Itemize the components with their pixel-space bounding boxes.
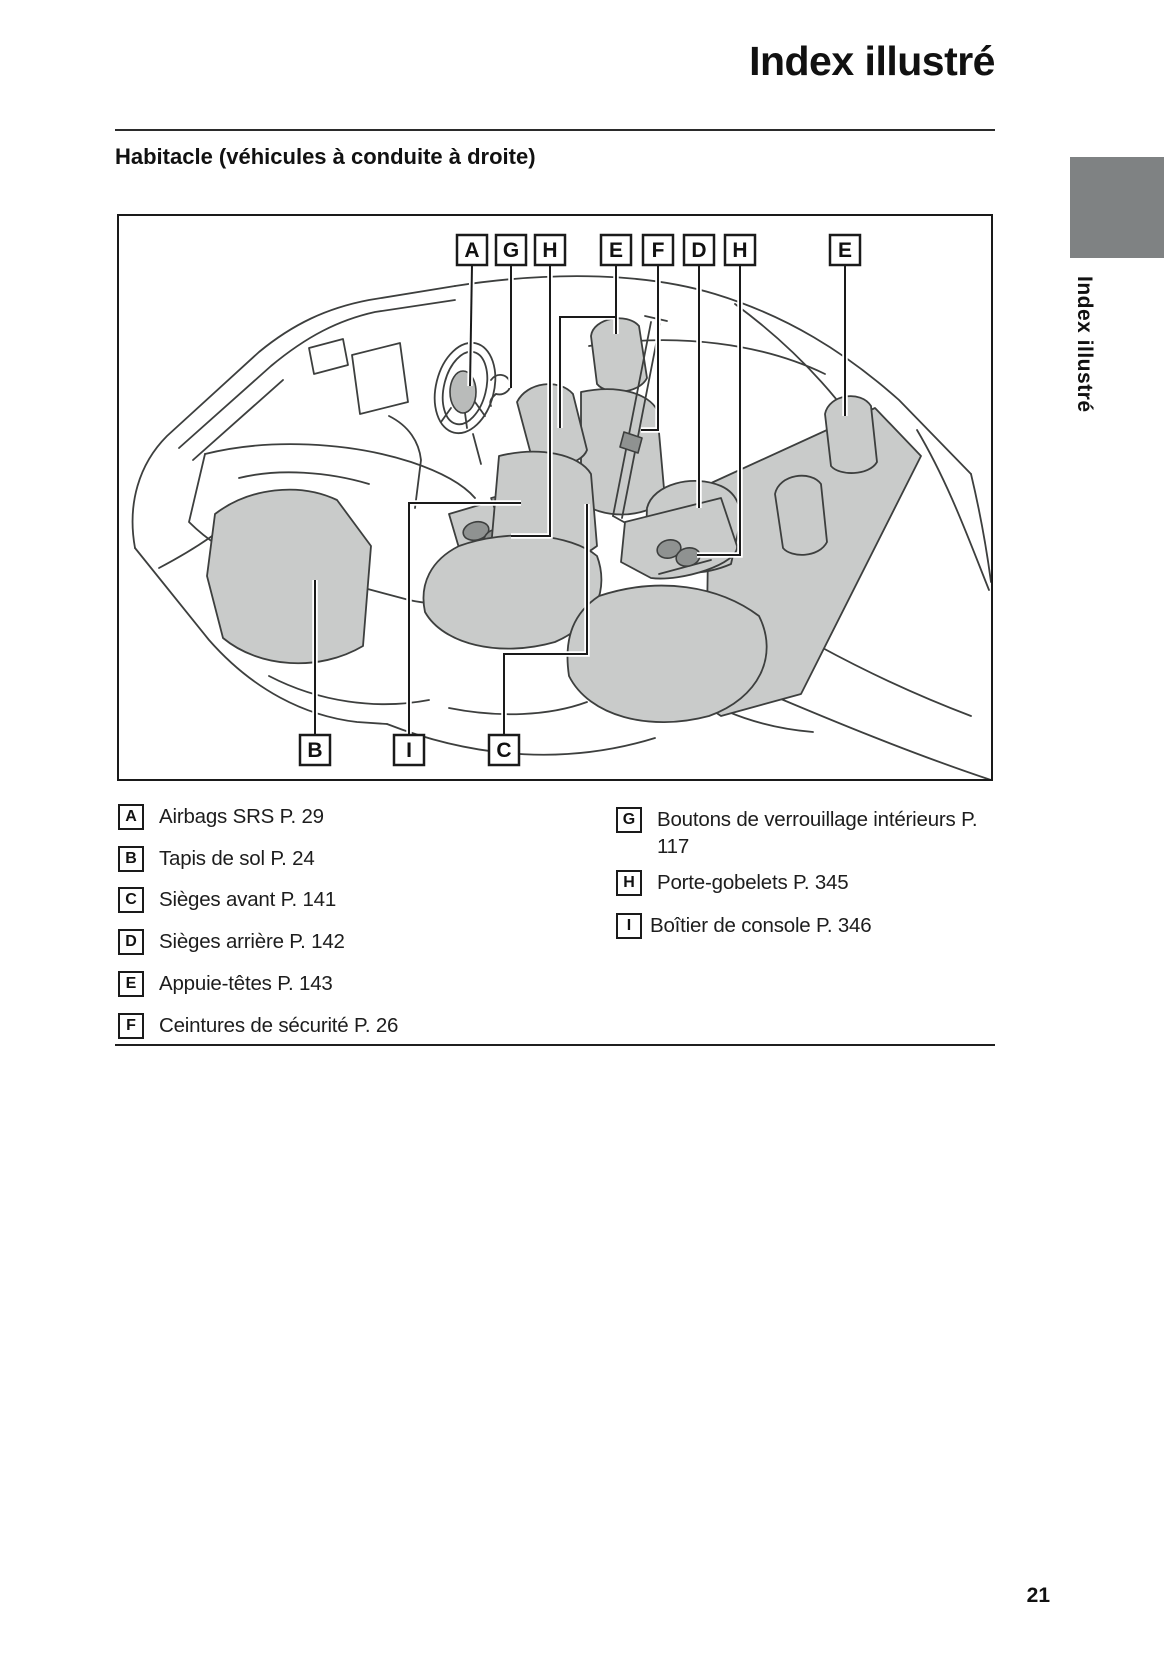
floor-mat xyxy=(206,488,430,706)
legend-text-g: Boutons de verrouillage intérieurs P. 11… xyxy=(657,808,978,858)
legend-letter-a: A xyxy=(118,804,144,830)
leader-h-rear xyxy=(697,265,741,556)
callout-i: I xyxy=(406,739,412,762)
page-number: 21 xyxy=(1026,1584,1050,1607)
front-seat-far xyxy=(580,317,666,516)
rear-seat xyxy=(566,395,922,723)
seat-belt-buckle xyxy=(619,431,643,454)
section-heading: Habitacle (véhicules à conduite à droite… xyxy=(115,144,536,169)
chapter-tab-marker xyxy=(1070,157,1164,258)
rear-armrest xyxy=(620,497,738,580)
legend-text-b: Tapis de sol P. 24 xyxy=(159,847,315,870)
legend-text-f: Ceintures de sécurité P. 26 xyxy=(159,1014,399,1037)
callout-a: A xyxy=(464,239,479,262)
leader-i xyxy=(408,502,521,735)
title-divider xyxy=(115,129,995,131)
legend-letter-i: I xyxy=(616,913,642,939)
leader-f xyxy=(641,265,659,431)
callout-h-rear: H xyxy=(732,239,747,262)
callout-boxes-bottom: B I C xyxy=(298,733,521,767)
callout-e-front: E xyxy=(609,239,623,262)
callout-d: D xyxy=(691,239,706,262)
legend-row-d: D Sièges arrière P. 142 xyxy=(118,928,345,955)
legend-letter-g: G xyxy=(616,807,642,833)
callout-c: C xyxy=(496,739,511,762)
legend-row-c: C Sièges avant P. 141 xyxy=(118,886,336,913)
callout-g: G xyxy=(503,239,519,262)
legend-letter-e: E xyxy=(118,971,144,997)
legend-row-b: B Tapis de sol P. 24 xyxy=(118,845,315,872)
legend-row-i: I Boîtier de console P. 346 xyxy=(616,912,872,939)
legend-letter-h: H xyxy=(616,870,642,896)
legend-text-a: Airbags SRS P. 29 xyxy=(159,805,324,828)
legend-letter-b: B xyxy=(118,846,144,872)
callout-e-rear: E xyxy=(838,239,852,262)
section-end-divider xyxy=(115,1044,995,1046)
rear-cup-holders xyxy=(656,538,701,568)
legend-row-g: G Boutons de verrouillage intérieurs P. … xyxy=(616,806,991,860)
chapter-tab-label: Index illustré xyxy=(1073,276,1096,413)
seat-belt xyxy=(612,315,668,527)
interior-diagram: A G H E F D H E B I xyxy=(117,214,993,781)
legend-row-e: E Appuie-têtes P. 143 xyxy=(118,970,333,997)
legend-row-f: F Ceintures de sécurité P. 26 xyxy=(118,1012,398,1039)
legend-letter-d: D xyxy=(118,929,144,955)
callout-h-front: H xyxy=(542,239,557,262)
legend-letter-f: F xyxy=(118,1013,144,1039)
callout-f: F xyxy=(652,239,665,262)
legend-text-h: Porte-gobelets P. 345 xyxy=(657,871,849,894)
leader-h-front xyxy=(511,265,551,537)
legend-text-c: Sièges avant P. 141 xyxy=(159,888,337,911)
interior-diagram-svg: A G H E F D H E B I xyxy=(131,233,991,779)
leader-c xyxy=(503,504,588,735)
legend-text-e: Appuie-têtes P. 143 xyxy=(159,972,333,995)
callout-b: B xyxy=(307,739,322,762)
legend-letter-c: C xyxy=(118,887,144,913)
callout-boxes-top: A G H E F D H E xyxy=(455,233,862,267)
legend-text-d: Sièges arrière P. 142 xyxy=(159,930,345,953)
leader-e-front xyxy=(559,265,617,428)
car-body-outline xyxy=(131,275,991,779)
legend-text-i: Boîtier de console P. 346 xyxy=(650,914,872,937)
leader-a xyxy=(469,264,473,387)
page-title: Index illustré xyxy=(749,38,995,84)
callout-leader-lines xyxy=(312,264,848,735)
legend-row-a: A Airbags SRS P. 29 xyxy=(118,803,324,830)
legend-row-h: H Porte-gobelets P. 345 xyxy=(616,869,849,896)
